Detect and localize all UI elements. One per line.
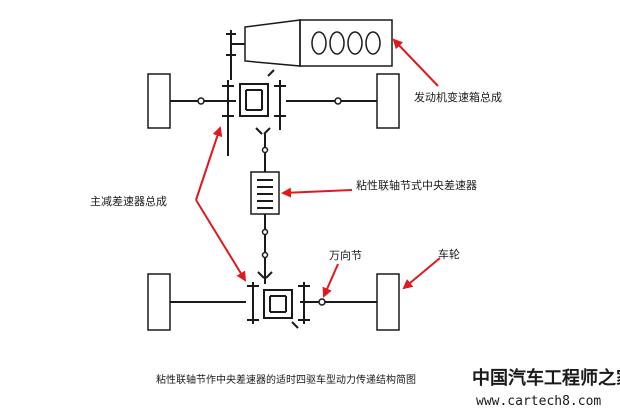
- engine-transmission-assembly: [226, 19, 393, 80]
- rear-left-wheel: [147, 273, 171, 331]
- front-final-drive: [222, 69, 286, 156]
- front-right-joint: [334, 97, 342, 105]
- rear-right-joint: [318, 298, 326, 306]
- front-right-wheel: [376, 73, 400, 129]
- front-left-joint: [197, 97, 205, 105]
- label-center-diff: 粘性联轴节式中央差速器: [356, 178, 477, 192]
- label-final-drive: 主减差速器总成: [90, 194, 167, 208]
- arrow-final-drive-rear: [195, 199, 247, 282]
- viscous-coupling: [250, 171, 280, 215]
- watermark-logo-text: 中国汽车工程师之家: [472, 367, 620, 389]
- arrow-universal-joint: [322, 263, 339, 298]
- propeller-shaft: [261, 134, 269, 268]
- label-engine-transmission: 发动机变速箱总成: [414, 90, 502, 104]
- front-left-wheel: [147, 73, 171, 129]
- label-wheel: 车轮: [438, 247, 460, 261]
- front-axle: [147, 73, 400, 129]
- label-universal-joint: 万向节: [329, 248, 362, 262]
- callout-arrows: [195, 38, 441, 298]
- arrow-center-diff: [281, 187, 353, 198]
- arrow-final-drive-front: [195, 126, 223, 201]
- rear-final-drive: [247, 268, 310, 329]
- diagram-caption: 粘性联轴节作中央差速器的适时四驱车型动力传递结构简图: [156, 373, 416, 386]
- rear-axle: [147, 273, 400, 331]
- watermark-url: www.cartech8.com: [476, 394, 601, 409]
- arrow-wheel: [402, 257, 441, 290]
- arrow-engine: [392, 38, 439, 87]
- rear-right-wheel: [376, 273, 400, 331]
